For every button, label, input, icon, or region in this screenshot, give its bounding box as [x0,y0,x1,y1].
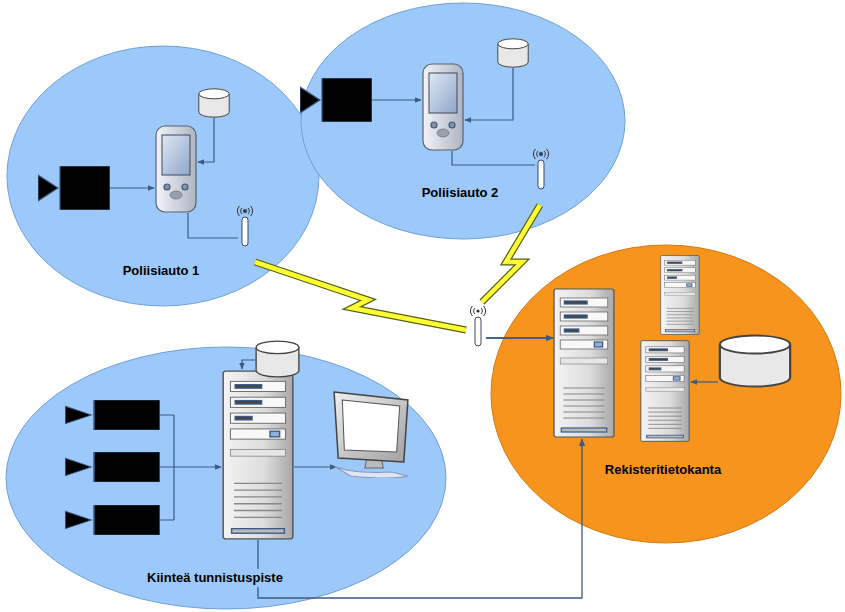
server-icon [661,256,700,335]
network-link [258,439,582,598]
antenna-icon [533,149,548,189]
zone-label: Rekisteritietokanta [602,461,724,479]
zone-ellipse-shape [6,347,446,609]
monitor-icon [334,392,408,478]
base-station-antenna [470,306,485,346]
network-link [482,205,553,338]
network-zone: Poliisiauto 2 [300,2,626,240]
camera-icon [300,78,372,122]
wireless-bolt [482,205,540,302]
zone-ellipse [490,244,842,544]
server-icon [641,341,689,442]
fixed-point-equipment [65,341,408,539]
handheld-icon [156,126,196,212]
car1-equipment [38,89,253,246]
handheld-icon [423,64,463,150]
zone-label: Poliisiauto 2 [419,184,502,202]
server-icon [554,289,614,437]
camera-icon [38,166,110,210]
wireless-bolt-outline [482,205,540,302]
wireless-bolt-outline [255,262,466,330]
disk-icon [199,89,229,117]
network-zone: Rekisteritietokanta [490,244,842,544]
zone-label: Poliisiauto 1 [120,262,203,280]
register-equipment [554,256,790,442]
camera-icon [65,505,160,535]
disk-icon [256,341,299,377]
disk-icon [498,39,528,67]
camera-icon [65,452,160,482]
server-icon [223,371,293,539]
car2-equipment [300,39,549,189]
connector-line [258,439,582,598]
connector-line [486,337,553,338]
disk-icon [720,336,790,387]
zone-ellipse-shape [301,3,625,239]
zone-ellipse-shape [7,46,319,306]
zone-label: Kiinteä tunnistuspiste [144,569,286,587]
network-link [255,262,553,338]
zone-ellipse [300,2,626,240]
network-zone: Kiinteä tunnistuspiste [5,346,447,610]
connector-line [486,337,553,338]
camera-icon [65,400,160,430]
network-zone: Poliisiauto 1 [6,45,320,307]
wireless-bolt [255,262,466,330]
zone-ellipse-shape [491,245,841,543]
antenna-icon [237,206,252,246]
